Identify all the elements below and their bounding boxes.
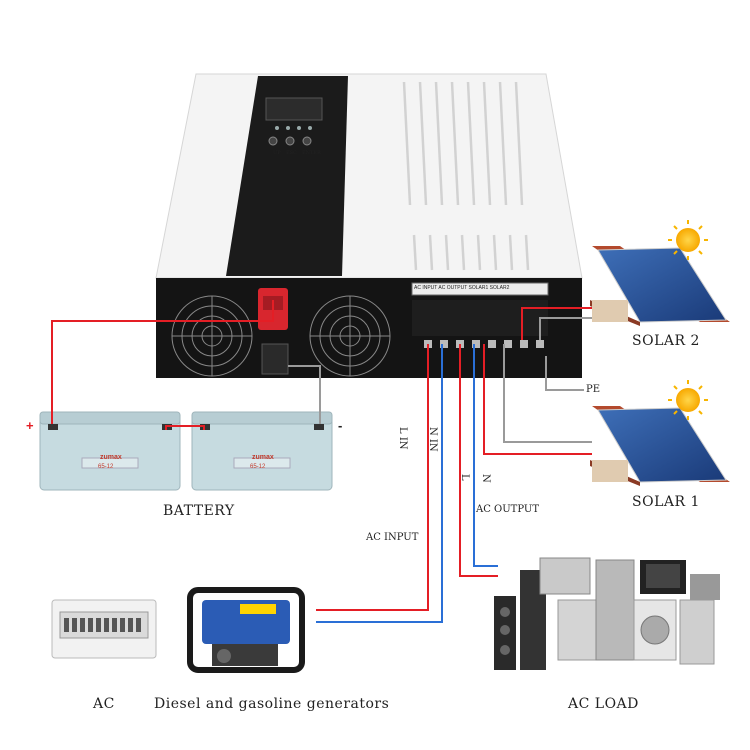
battery-brand-right: zumax <box>252 454 274 461</box>
terminal-label-strip <box>411 282 549 296</box>
solar1-positive-wire <box>483 344 592 455</box>
solar2-negative-wire <box>539 317 592 340</box>
sun-icon <box>668 220 708 260</box>
terminal-block <box>412 300 548 348</box>
l-in-label: L IN <box>397 427 408 450</box>
led-indicator <box>275 126 279 130</box>
terminal-screw <box>472 340 480 348</box>
terminal-header-label: AC INPUT AC OUTPUT SOLAR1 SOLAR2 <box>414 285 510 291</box>
solar2-positive-wire <box>521 307 592 340</box>
lcd-screen <box>265 97 323 121</box>
ac-distribution-box <box>51 599 157 659</box>
solar-panel-2 <box>590 246 730 326</box>
wires <box>51 300 592 623</box>
l-label: L <box>459 474 470 481</box>
battery-model-left: 65-12 <box>98 464 114 470</box>
terminal-screw <box>520 340 528 348</box>
pe-label: PE <box>586 384 601 395</box>
esc-button[interactable] <box>285 136 295 146</box>
ac-input-label: AC INPUT <box>366 532 419 543</box>
n-in-label: N IN <box>427 427 438 452</box>
ac-output-label: AC OUTPUT <box>476 504 539 515</box>
battery-positive-sign: + <box>26 418 34 433</box>
ac-output-l-wire <box>459 344 498 577</box>
battery-negative-wire <box>288 365 321 424</box>
battery-link-wire <box>165 425 205 430</box>
terminal-screw <box>504 340 512 348</box>
solar-1-label: SOLAR 1 <box>632 494 700 510</box>
terminal-screw <box>536 340 544 348</box>
fan-left <box>171 295 253 377</box>
battery-brand-left: zumax <box>100 454 122 461</box>
ac-output-n-wire <box>473 344 498 567</box>
esc-button-label: ESC <box>286 150 297 156</box>
up-button[interactable] <box>268 136 278 146</box>
ac-input-n-wire <box>316 344 443 623</box>
solar-2-label: SOLAR 2 <box>632 333 700 349</box>
vent-grooves <box>402 81 530 271</box>
solar-panel-1 <box>590 406 730 486</box>
battery-positive-wire <box>51 300 274 424</box>
battery-label: BATTERY <box>163 503 235 519</box>
battery-negative-terminal <box>261 343 289 375</box>
battery-right <box>191 411 333 491</box>
solar1-negative-wire <box>503 344 592 443</box>
terminal-screw <box>440 340 448 348</box>
n-label: N <box>480 474 491 483</box>
display-panel <box>226 76 348 276</box>
appliances <box>494 557 720 670</box>
ac-source-label: AC <box>93 696 115 712</box>
ac-load-label: AC LOAD <box>568 696 639 712</box>
pe-wire <box>545 356 584 391</box>
ac-input-l-wire <box>316 344 429 611</box>
led-indicator <box>308 126 312 130</box>
led-indicator <box>286 126 290 130</box>
up-button-label: UP <box>273 150 281 156</box>
sun-icon <box>668 380 708 420</box>
battery-model-right: 65-12 <box>250 464 266 470</box>
enter-button-label: ENTER <box>302 150 321 156</box>
generator <box>187 587 305 673</box>
fan-right <box>309 295 391 377</box>
inverter <box>155 73 583 378</box>
battery-negative-sign: - <box>338 418 343 433</box>
generator-label: Diesel and gasoline generators <box>154 696 390 712</box>
enter-button[interactable] <box>302 136 312 146</box>
led-indicator <box>297 126 301 130</box>
battery-left <box>39 411 181 491</box>
terminal-screw <box>488 340 496 348</box>
